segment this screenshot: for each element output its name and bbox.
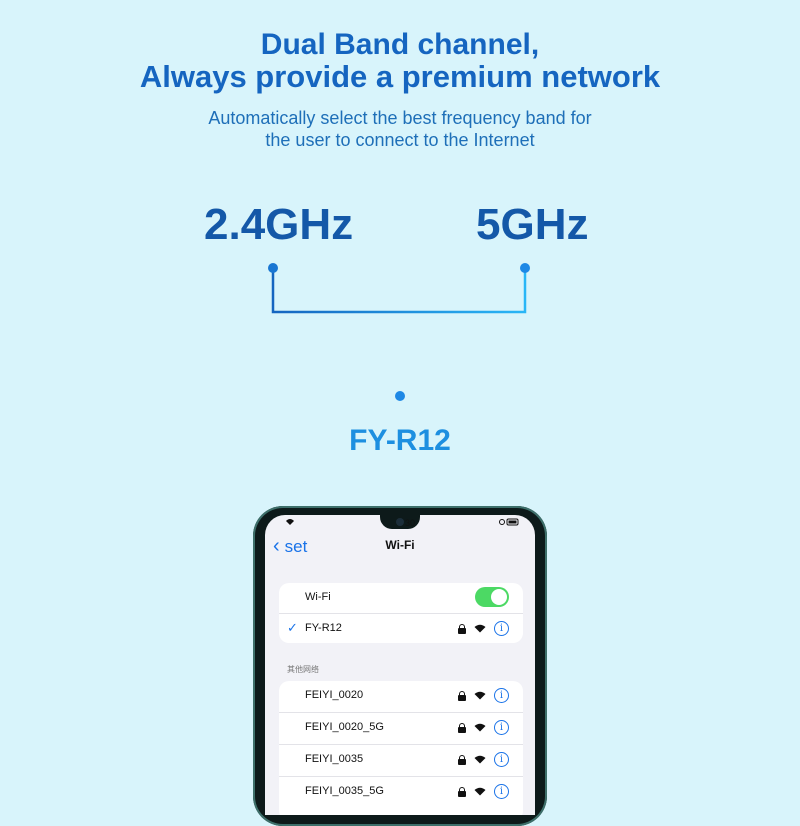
node-router [395, 391, 405, 401]
other-networks-list: FEIYI_0020 i FEIYI_0020_5G i FEIYI_0035 … [279, 681, 523, 815]
subtitle-line-1: Automatically select the best frequency … [208, 108, 592, 128]
status-time: 30 [405, 518, 416, 528]
lock-icon [458, 754, 466, 765]
wifi-signal-icon [474, 787, 486, 796]
network-name: FEIYI_0020 [305, 689, 364, 701]
lock-icon [458, 786, 466, 797]
info-icon[interactable]: i [494, 752, 509, 767]
band-connector-diagram [268, 263, 530, 401]
network-row[interactable]: FEIYI_0035 i [279, 745, 523, 777]
other-networks-header: 其他网络 [287, 665, 319, 674]
wifi-signal-icon [474, 691, 486, 700]
camera-notch [380, 515, 420, 529]
headline-line-2: Always provide a premium network [139, 59, 661, 94]
headline-line-1: Dual Band channel, [260, 28, 540, 61]
info-icon[interactable]: i [494, 720, 509, 735]
nav-bar: ‹set Wi-Fi [265, 533, 535, 559]
back-button[interactable]: ‹set [273, 535, 307, 558]
toggle-knob [491, 589, 507, 605]
subtitle-line-2: the user to connect to the Internet [265, 130, 535, 150]
wifi-signal-icon [474, 723, 486, 732]
chevron-left-icon: ‹ [273, 535, 280, 557]
network-name: FEIYI_0035 [305, 753, 364, 765]
nav-title: Wi-Fi [385, 538, 415, 552]
band-5ghz-label: 5GHz [476, 200, 589, 249]
node-24ghz [268, 263, 278, 273]
connected-network-name: FY-R12 [305, 622, 342, 634]
info-icon[interactable]: i [494, 621, 509, 636]
info-icon[interactable]: i [494, 784, 509, 799]
checkmark-icon: ✓ [287, 620, 298, 635]
info-icon[interactable]: i [494, 688, 509, 703]
phone-screen: 30 ‹set Wi-Fi Wi-Fi ✓ FY-R12 i 其他网络 [265, 515, 535, 815]
wifi-settings-group: Wi-Fi ✓ FY-R12 i [279, 583, 523, 643]
node-5ghz [520, 263, 530, 273]
connected-network-row[interactable]: ✓ FY-R12 i [279, 614, 523, 644]
band-24ghz-label: 2.4GHz [204, 200, 354, 249]
router-model-label: FY-R12 [349, 424, 451, 457]
network-name: FEIYI_0020_5G [305, 721, 384, 733]
network-row[interactable]: FEIYI_0035_5G i [279, 777, 523, 808]
network-row[interactable]: FEIYI_0020 i [279, 681, 523, 713]
wifi-toggle[interactable] [475, 587, 509, 607]
lock-icon [458, 623, 466, 634]
lock-icon [458, 690, 466, 701]
wifi-toggle-row: Wi-Fi [279, 583, 523, 614]
wifi-signal-icon [474, 755, 486, 764]
network-row[interactable]: FEIYI_0020_5G i [279, 713, 523, 745]
network-name: FEIYI_0035_5G [305, 785, 384, 797]
lock-icon [458, 722, 466, 733]
wifi-label: Wi-Fi [305, 591, 331, 603]
battery-icon [499, 518, 521, 528]
camera-icon [396, 518, 404, 526]
wifi-status-icon [285, 518, 295, 528]
back-label: set [284, 537, 308, 556]
wifi-signal-icon [474, 624, 486, 633]
connector-lines [271, 268, 527, 396]
